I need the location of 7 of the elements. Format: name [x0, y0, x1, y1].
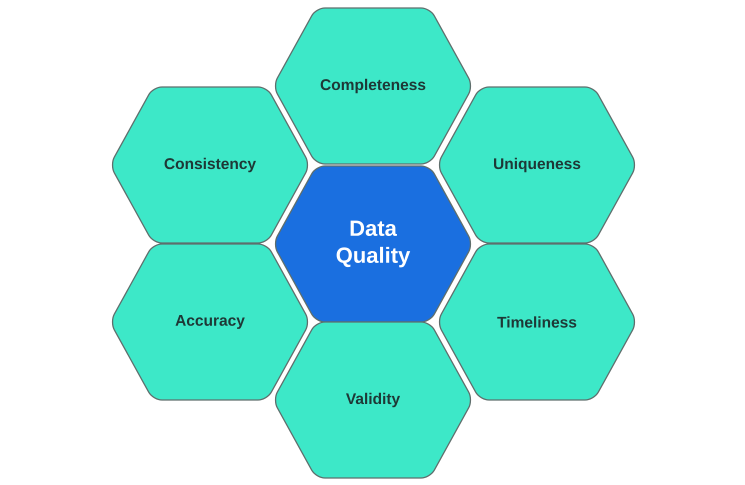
- hexagon: Validity: [274, 321, 472, 479]
- hexagon: Data Quality: [274, 165, 472, 323]
- hexagon: Accuracy: [112, 243, 308, 401]
- hexagon: Completeness: [274, 7, 472, 165]
- hexagon: Timeliness: [438, 243, 636, 401]
- hexagon: Uniqueness: [438, 86, 636, 244]
- hexagon: Consistency: [112, 86, 308, 244]
